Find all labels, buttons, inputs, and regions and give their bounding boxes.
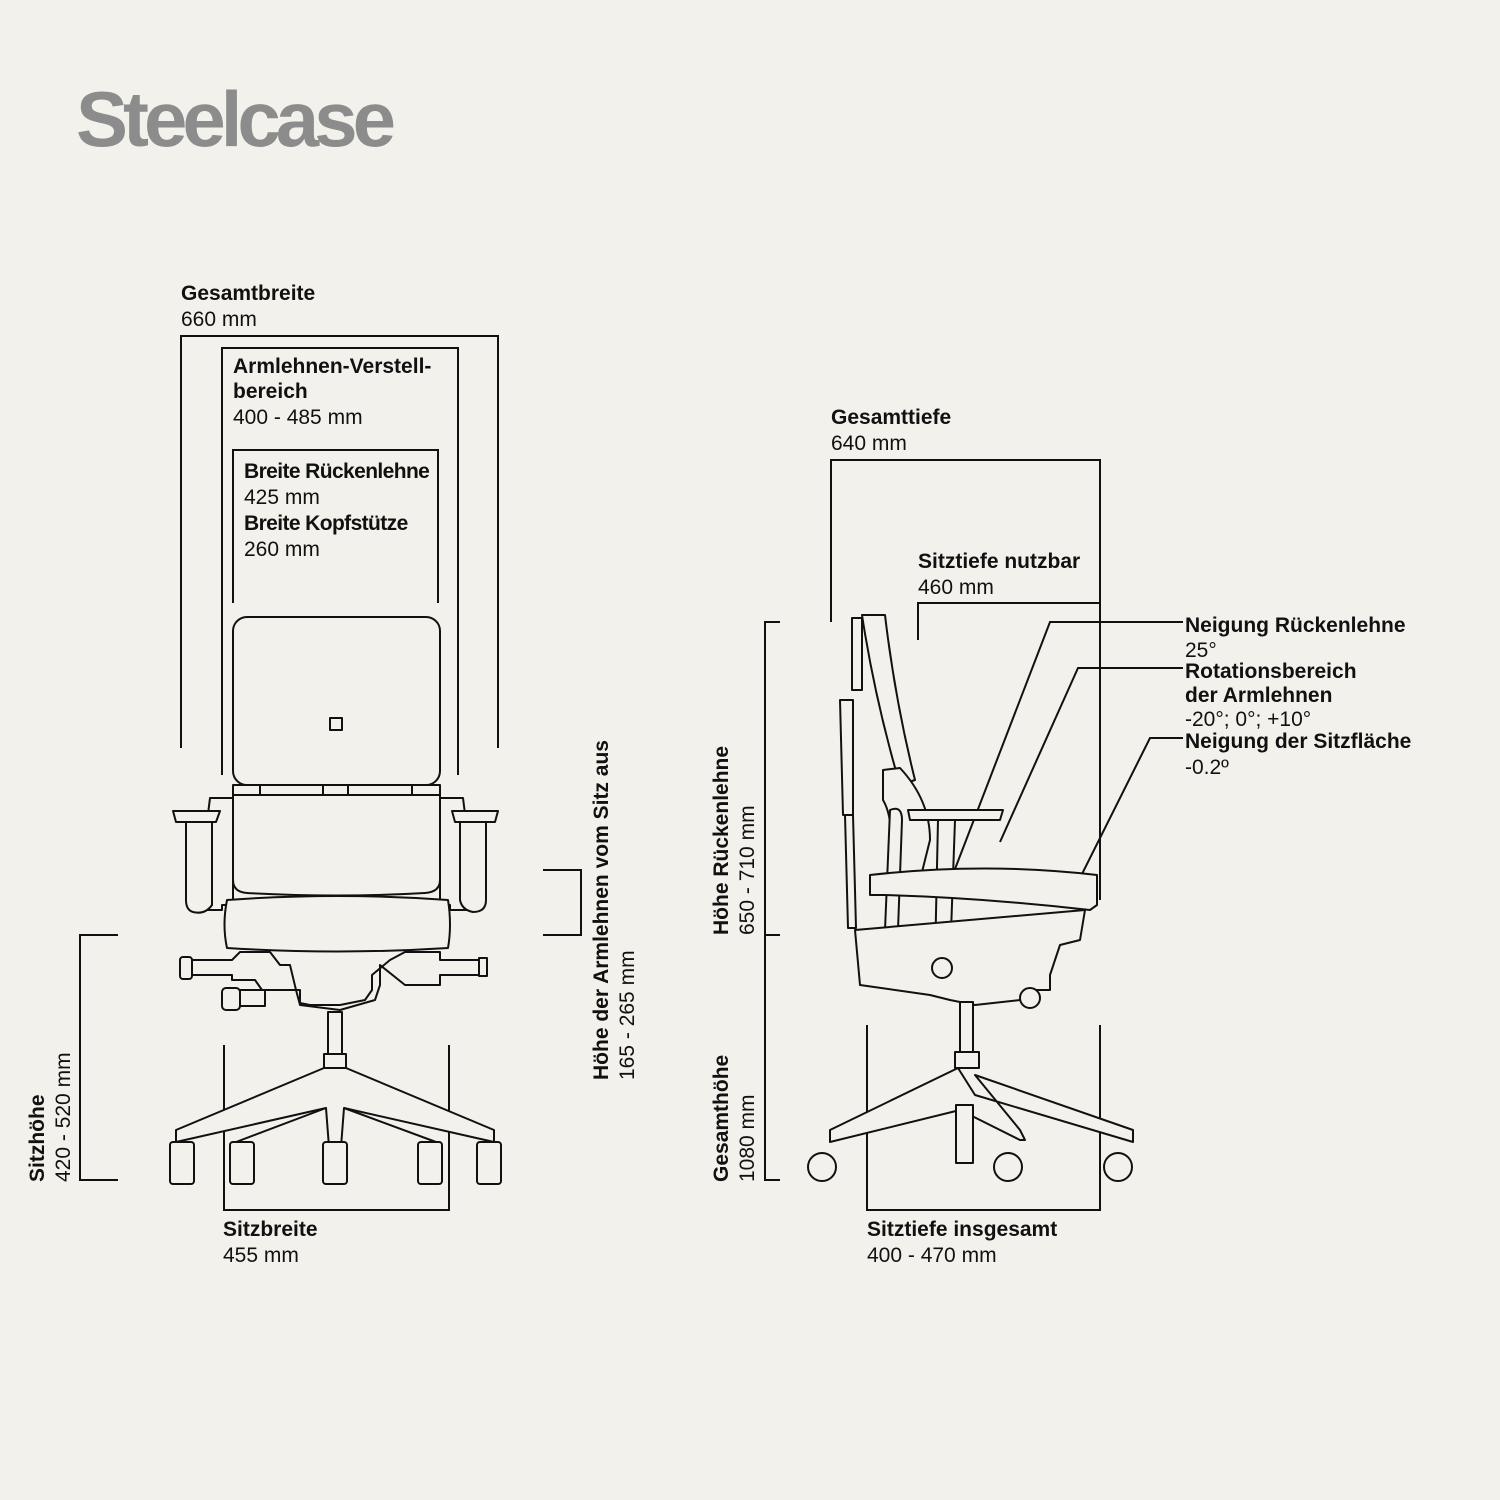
back-tilt-label: Neigung Rückenlehne bbox=[1185, 614, 1406, 637]
left-armpad bbox=[172, 810, 221, 823]
lower-backrest bbox=[232, 794, 441, 897]
seat-height-label: Sitzhöhe bbox=[26, 1095, 49, 1183]
total-width-bracket bbox=[180, 335, 499, 748]
armrest-adjust-bracket bbox=[221, 347, 459, 775]
side-gas-cylinder bbox=[959, 1001, 974, 1055]
back-tilt-leader bbox=[944, 621, 1183, 896]
seat-cushion bbox=[223, 895, 451, 953]
adjust-knob bbox=[221, 987, 241, 1011]
seat-width-value: 455 mm bbox=[223, 1244, 299, 1267]
armrest-height-label: Höhe der Armlehnen vom Sitz aus bbox=[590, 740, 613, 1080]
total-width-value: 660 mm bbox=[181, 308, 257, 331]
back-width-label: Breite Rückenlehne bbox=[244, 460, 429, 483]
left-arm-post bbox=[185, 821, 213, 914]
caster-middle bbox=[993, 1152, 1023, 1182]
back-width-value: 425 mm bbox=[244, 486, 320, 509]
headrest bbox=[851, 617, 863, 691]
back-height-label: Höhe Rückenlehne bbox=[710, 746, 733, 935]
total-depth-bracket bbox=[830, 459, 1101, 900]
seat-height-bracket bbox=[79, 934, 118, 1181]
armrest-height-value: 165 - 265 mm bbox=[616, 950, 639, 1080]
seat-tilt-label: Neigung der Sitzfläche bbox=[1185, 730, 1411, 753]
front-casters bbox=[169, 1141, 502, 1185]
headrest-width-value: 260 mm bbox=[244, 538, 320, 561]
total-height-label: Gesamthöhe bbox=[710, 1055, 733, 1182]
armrest-rotation-label-2: der Armlehnen bbox=[1185, 684, 1332, 707]
total-seat-depth-label: Sitztiefe insgesamt bbox=[867, 1218, 1057, 1241]
seat-mechanism bbox=[179, 951, 488, 1011]
back-width-bracket bbox=[232, 449, 439, 603]
backrest-upper bbox=[861, 614, 916, 786]
side-seat bbox=[869, 867, 1098, 911]
total-depth-value: 640 mm bbox=[831, 432, 907, 455]
gas-cylinder bbox=[327, 1011, 343, 1058]
armrest-rotation-leader bbox=[999, 667, 1183, 843]
total-depth-label: Gesamttiefe bbox=[831, 406, 951, 429]
chair-side-view bbox=[807, 614, 1134, 1182]
seat-tilt-value: -0.2º bbox=[1185, 756, 1229, 779]
total-height-value: 1080 mm bbox=[736, 1094, 759, 1182]
headrest-width-label: Breite Kopfstütze bbox=[244, 512, 408, 535]
right-armpad bbox=[451, 810, 499, 823]
side-dimension-lines bbox=[764, 459, 1183, 1211]
seat-height-value: 420 - 520 mm bbox=[52, 1052, 75, 1182]
side-armpad bbox=[907, 809, 1004, 821]
usable-seat-depth-value: 460 mm bbox=[918, 576, 994, 599]
armrest-adjust-value: 400 - 485 mm bbox=[233, 406, 363, 429]
seat-tilt-leader bbox=[1069, 737, 1183, 899]
back-tilt-value: 25° bbox=[1185, 639, 1217, 662]
right-arm-post bbox=[459, 821, 487, 913]
armrest-rotation-label-1: Rotationsbereich bbox=[1185, 660, 1357, 683]
headrest-back-upper bbox=[232, 616, 441, 786]
armrest-rotation-value: -20°; 0°; +10° bbox=[1185, 708, 1311, 731]
seat-width-label: Sitzbreite bbox=[223, 1218, 318, 1241]
armrest-adjust-label-2: bereich bbox=[233, 380, 308, 403]
caster-right bbox=[1103, 1152, 1133, 1182]
armrest-height-bracket bbox=[543, 869, 582, 936]
total-width-label: Gesamtbreite bbox=[181, 282, 315, 305]
usable-seat-depth-bracket bbox=[917, 602, 1100, 640]
height-bracket bbox=[764, 621, 780, 1181]
side-star-base bbox=[829, 1067, 1134, 1143]
caster-left bbox=[807, 1152, 837, 1182]
usable-seat-depth-label: Sitztiefe nutzbar bbox=[918, 550, 1080, 573]
back-button bbox=[329, 717, 343, 731]
back-height-value: 650 - 710 mm bbox=[736, 805, 759, 935]
total-seat-depth-value: 400 - 470 mm bbox=[867, 1244, 997, 1267]
steelcase-logo: Steelcase bbox=[76, 75, 394, 163]
armrest-adjust-label-1: Armlehnen-Verstell- bbox=[233, 355, 431, 378]
chair-front-view bbox=[169, 616, 502, 1185]
